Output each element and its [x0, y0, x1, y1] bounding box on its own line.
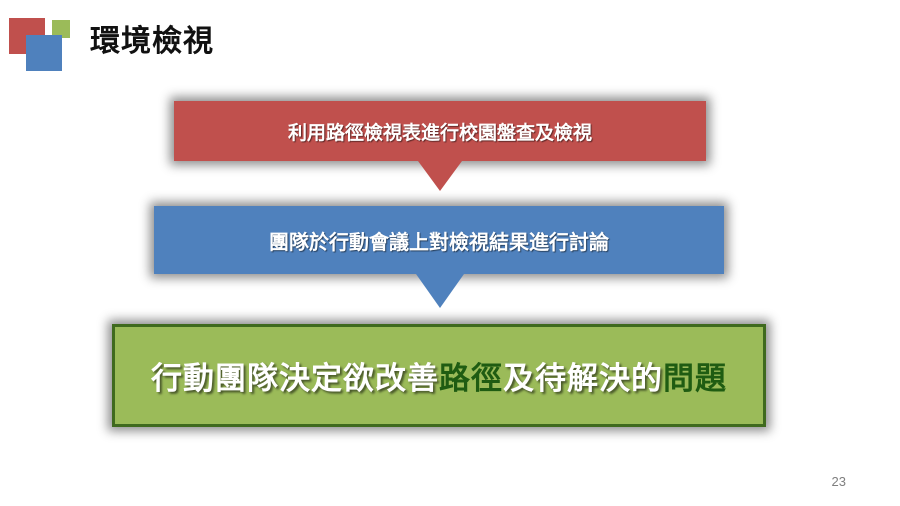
down-arrow-icon [416, 274, 464, 308]
step-2-box: 團隊於行動會議上對檢視結果進行討論 [154, 206, 724, 274]
step-2-text: 團隊於行動會議上對檢視結果進行討論 [269, 229, 609, 254]
conclusion-highlight-path: 路徑 [439, 361, 503, 397]
conclusion-text-part2: 及待解決的 [503, 361, 663, 397]
conclusion-text-part1: 行動團隊決定欲改善 [151, 361, 439, 397]
logo-blue-square [26, 35, 62, 71]
logo-squares-icon [0, 0, 80, 80]
slide-title: 環境檢視 [90, 24, 214, 59]
conclusion-highlight-problem: 問題 [663, 361, 727, 397]
logo-green-square [52, 20, 70, 38]
page-number: 23 [831, 474, 846, 489]
down-arrow-icon [418, 161, 462, 191]
step-1-text: 利用路徑檢視表進行校園盤查及檢視 [287, 121, 592, 144]
conclusion-box: 行動團隊決定欲改善路徑及待解決的問題 [112, 324, 766, 427]
step-1-box: 利用路徑檢視表進行校園盤查及檢視 [174, 101, 706, 161]
